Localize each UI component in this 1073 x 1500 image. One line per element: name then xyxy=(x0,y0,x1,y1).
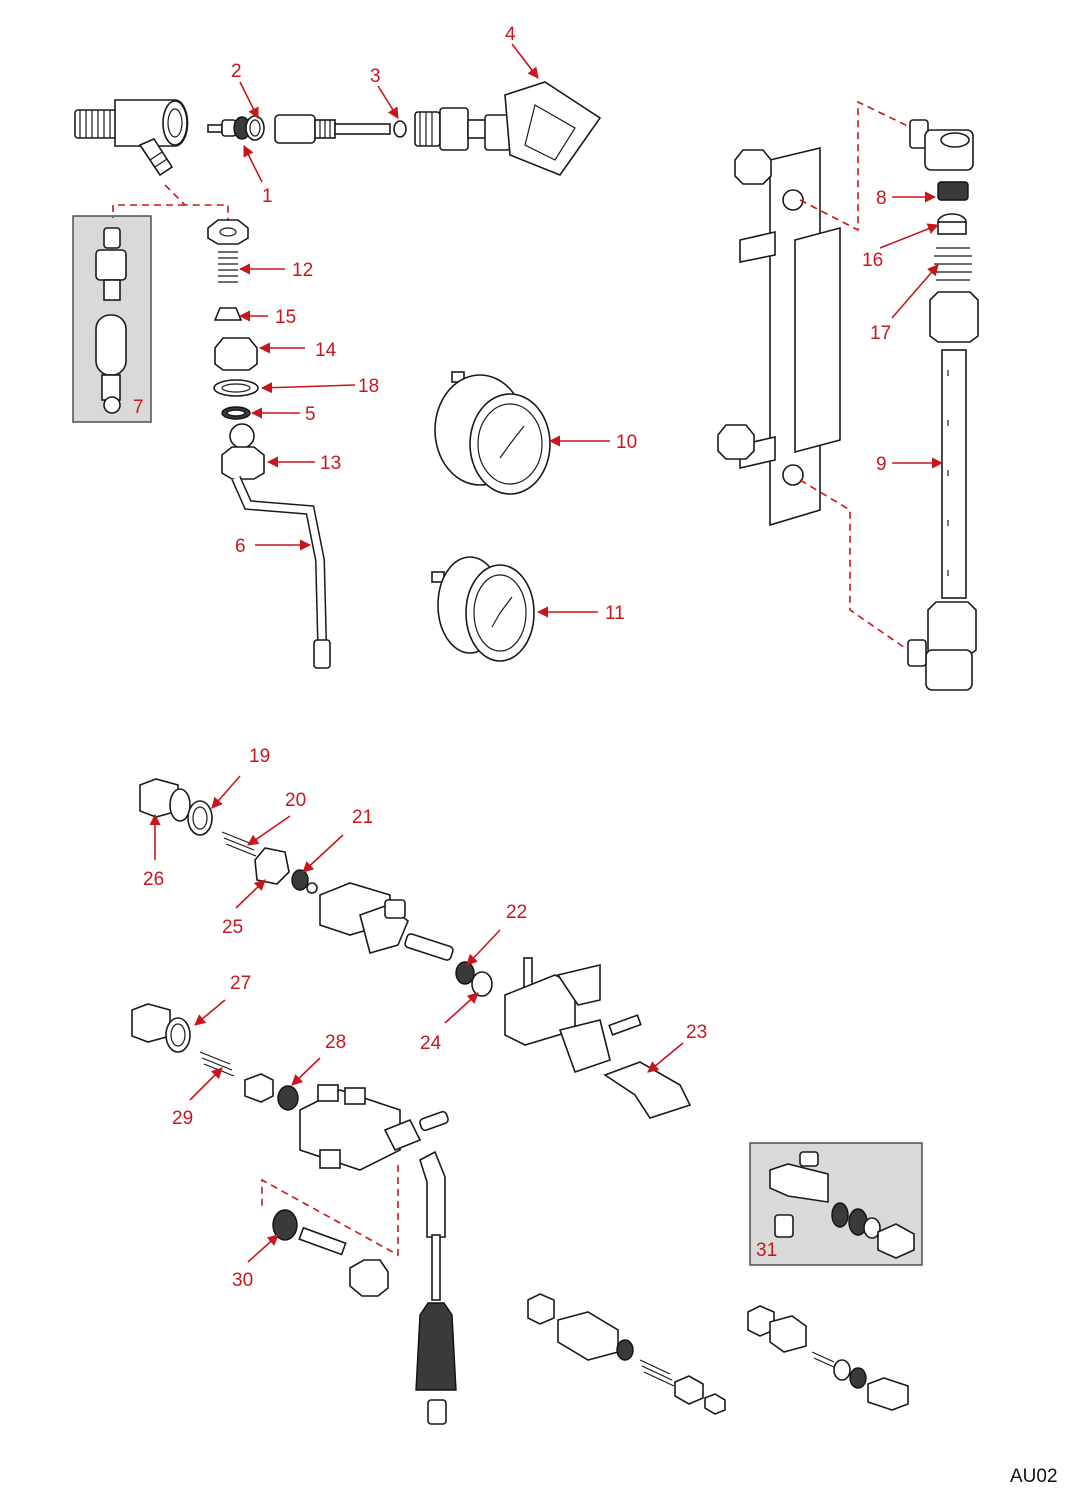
steam-pipe xyxy=(231,475,331,669)
pressure-gauge-10 xyxy=(434,371,551,495)
label-6: 6 xyxy=(235,536,246,557)
label-31: 31 xyxy=(756,1240,777,1261)
label-16: 16 xyxy=(862,250,883,271)
inset-part-31 xyxy=(749,1142,923,1266)
lever-bracket-assembly xyxy=(504,957,692,1119)
fitting-assembly-right xyxy=(747,1305,909,1411)
fitting-assembly-left xyxy=(527,1293,726,1415)
label-2: 2 xyxy=(231,61,242,82)
label-7: 7 xyxy=(133,397,144,418)
label-22: 22 xyxy=(506,902,527,923)
diagram-code: AU02 xyxy=(1010,1466,1058,1487)
label-3: 3 xyxy=(370,66,381,87)
tap-lever-and-knob xyxy=(415,1150,457,1425)
label-12: 12 xyxy=(292,260,313,281)
handle-knob xyxy=(484,81,602,176)
check-valve-stack xyxy=(207,219,265,480)
label-17: 17 xyxy=(870,323,891,344)
bonnet-nut xyxy=(414,107,487,151)
label-1: 1 xyxy=(262,186,273,207)
label-21: 21 xyxy=(352,807,373,828)
label-14: 14 xyxy=(315,340,337,361)
part-30 xyxy=(272,1209,389,1297)
valve-spindle xyxy=(274,114,407,144)
label-28: 28 xyxy=(325,1032,346,1053)
label-4: 4 xyxy=(505,24,516,45)
label-26: 26 xyxy=(143,869,164,890)
callout-leaders xyxy=(149,43,944,1263)
label-11: 11 xyxy=(605,603,625,624)
screw-part-1 xyxy=(207,115,265,141)
label-10: 10 xyxy=(616,432,637,453)
lower-valve-assembly xyxy=(131,1003,449,1171)
pressure-gauge-11 xyxy=(431,556,535,662)
label-24: 24 xyxy=(420,1033,442,1054)
label-8: 8 xyxy=(876,188,887,209)
label-27: 27 xyxy=(230,973,251,994)
label-19: 19 xyxy=(249,746,270,767)
label-13: 13 xyxy=(320,453,341,474)
label-23: 23 xyxy=(686,1022,707,1043)
callout-labels: 1 2 3 4 5 6 7 8 9 10 11 12 13 14 15 16 1… xyxy=(133,24,891,1291)
label-29: 29 xyxy=(172,1108,193,1129)
leader-dashed-lower xyxy=(799,479,909,651)
label-25: 25 xyxy=(222,917,243,938)
label-15: 15 xyxy=(275,307,296,328)
mounting-bracket xyxy=(717,146,841,527)
sight-glass-column xyxy=(907,119,979,691)
label-9: 9 xyxy=(876,454,887,475)
label-20: 20 xyxy=(285,790,306,811)
inset-part-7 xyxy=(72,215,152,423)
upper-valve-assembly xyxy=(139,778,493,997)
label-30: 30 xyxy=(232,1270,253,1291)
label-18: 18 xyxy=(358,376,379,397)
leader-dashed-7 xyxy=(112,184,229,220)
label-5: 5 xyxy=(305,404,316,425)
valve-body-assembly xyxy=(74,99,189,177)
